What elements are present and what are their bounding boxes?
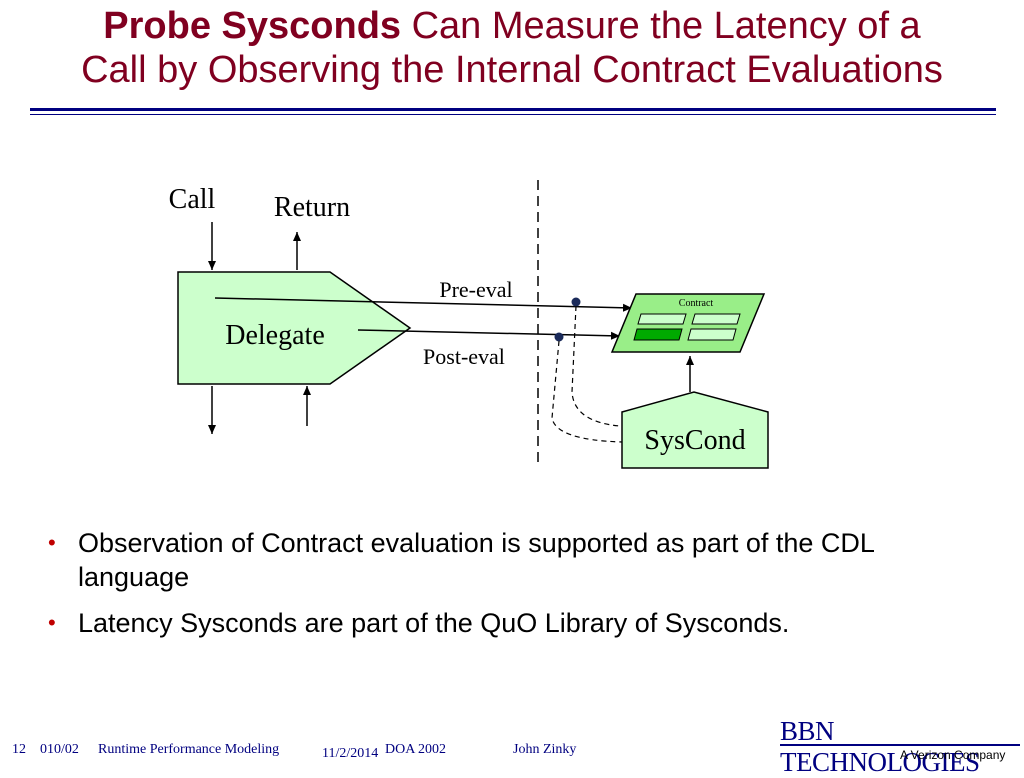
contract-cell-3 — [633, 328, 683, 341]
logo-rule — [780, 744, 1020, 746]
slide-title-rest: Can Measure the Latency of a — [401, 5, 921, 47]
syscond-shape — [621, 391, 769, 469]
logo-tagline: A Verizon Company — [900, 748, 1006, 762]
footer-event: DOA 2002 — [385, 742, 447, 757]
return-label: Return — [274, 192, 350, 223]
bullet-text: Latency Sysconds are part of the QuO Lib… — [78, 608, 790, 638]
contract-cell-1 — [637, 313, 687, 325]
contract-cell-4 — [687, 328, 737, 341]
post-eval-label: Post-eval — [423, 344, 505, 369]
footer-slide-number: 12 — [12, 742, 26, 757]
pre-eval-label: Pre-eval — [439, 277, 512, 302]
slide-title-bold: Probe Sysconds — [103, 5, 402, 47]
post-eval-arrow — [357, 329, 621, 340]
bullet-item: • Latency Sysconds are part of the QuO L… — [42, 606, 992, 640]
bullet-dot: • — [48, 530, 56, 555]
contract-label: Contract — [679, 298, 714, 309]
pre-eval-probe-path — [571, 305, 621, 427]
bullet-dot: • — [48, 610, 56, 635]
footer-date-code: 010/02 — [40, 742, 79, 757]
delegate-label: Delegate — [225, 320, 325, 351]
post-eval-probe-path — [551, 340, 623, 443]
pre-eval-arrow — [214, 297, 633, 312]
syscond-label: SysCond — [644, 425, 745, 456]
slide-title: Probe Sysconds Can Measure the Latency o… — [0, 4, 1024, 92]
pre-eval-probe-dot — [571, 297, 581, 307]
delegate-shape — [177, 271, 412, 385]
contract-cell-2 — [691, 313, 741, 325]
title-rule-thick — [30, 108, 996, 111]
footer-date: 11/2/2014 — [322, 746, 379, 761]
footer-course: Runtime Performance Modeling — [98, 742, 280, 757]
bullet-text: Observation of Contract evaluation is su… — [78, 528, 874, 592]
title-rule-thin — [30, 114, 996, 115]
bullet-item: • Observation of Contract evaluation is … — [42, 526, 992, 594]
footer-author: John Zinky — [513, 742, 577, 757]
bullet-list: • Observation of Contract evaluation is … — [42, 526, 992, 652]
bbn-logo: BBN TECHNOLOGIES — [780, 716, 980, 777]
call-label: Call — [169, 184, 216, 215]
post-eval-probe-dot — [554, 332, 564, 342]
slide-title-line2: Call by Observing the Internal Contract … — [81, 49, 943, 91]
